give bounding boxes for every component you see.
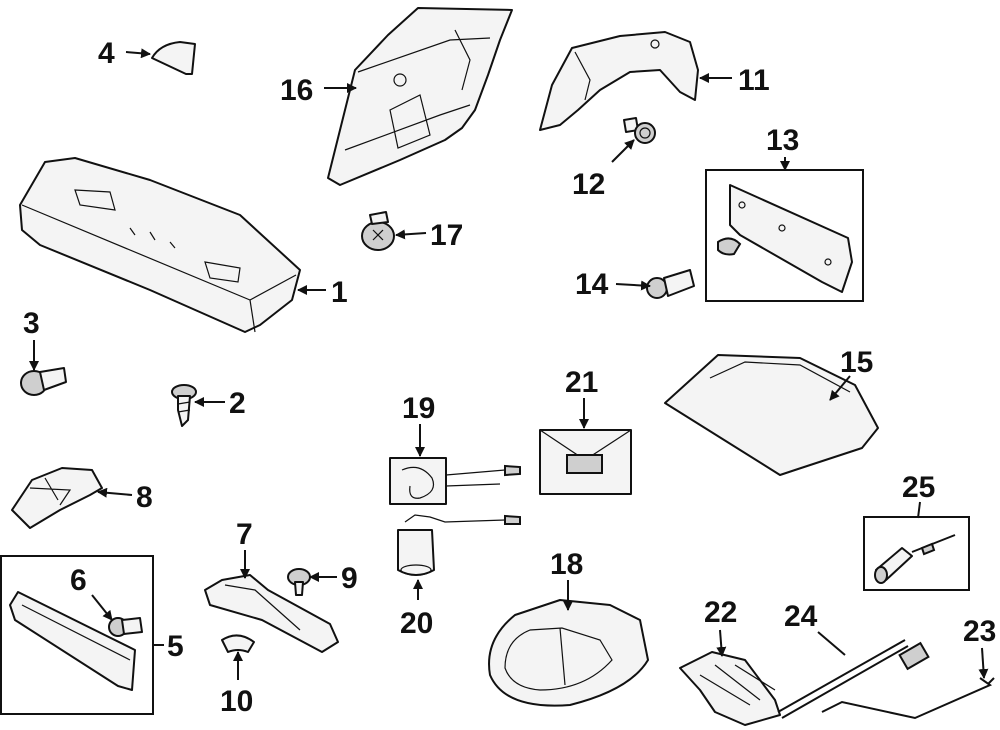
callout-8: 8 (136, 481, 153, 514)
part-5-trim-strip[interactable] (9, 591, 136, 691)
callout-13: 13 (766, 124, 799, 157)
part-17-push-clip[interactable] (361, 211, 395, 251)
arrow-17 (395, 229, 427, 240)
callout-22: 22 (704, 596, 737, 629)
part-9-push-pin[interactable] (287, 568, 311, 596)
callout-10: 10 (220, 685, 253, 718)
callout-6: 6 (70, 564, 87, 597)
part-5-group-box (0, 555, 154, 715)
part-25-valve-tool[interactable] (874, 534, 956, 584)
callout-4: 4 (98, 37, 115, 70)
part-10-clip[interactable] (221, 634, 255, 653)
callout-14: 14 (575, 268, 609, 301)
part-11-wheelhouse-trim[interactable] (539, 31, 699, 131)
callout-15: 15 (840, 346, 873, 379)
callout-2: 2 (229, 387, 246, 420)
arrow-14 (615, 280, 651, 291)
part-21-manual[interactable] (539, 429, 632, 495)
part-16-quarter-trim-panel[interactable] (327, 7, 513, 186)
callout-18: 18 (550, 548, 583, 581)
callout-labels: 4 16 11 12 13 17 1 14 15 3 2 19 21 8 25 … (23, 37, 996, 718)
part-14-clip[interactable] (646, 269, 695, 299)
part-3-clip[interactable] (20, 367, 67, 396)
part-18-spare-tray[interactable] (488, 599, 649, 707)
part-2-screw[interactable] (171, 384, 197, 427)
part-25-group-box (863, 516, 970, 591)
arrow-15 (829, 375, 851, 401)
callout-16: 16 (280, 74, 313, 107)
arrow-4 (125, 48, 151, 59)
callout-arrows (29, 48, 989, 680)
arrow-6 (91, 594, 113, 621)
callout-24: 24 (784, 600, 818, 633)
callout-23: 23 (963, 615, 996, 648)
part-22-jack[interactable] (679, 651, 781, 726)
callout-25: 25 (902, 471, 935, 504)
callout-7: 7 (236, 518, 253, 551)
part-12-push-pin[interactable] (623, 117, 656, 144)
part-23-jack-handle[interactable] (821, 677, 995, 720)
part-20-sealant-bottle[interactable] (397, 514, 521, 576)
part-19-inflator-kit[interactable] (389, 457, 521, 505)
arrow-8 (97, 487, 133, 498)
part-24-lug-wrench[interactable] (777, 639, 930, 719)
part-1-package-tray[interactable] (19, 157, 301, 333)
callout-3: 3 (23, 307, 40, 340)
callout-9: 9 (341, 562, 358, 595)
callout-21: 21 (565, 366, 598, 399)
callout-20: 20 (400, 607, 433, 640)
callout-17: 17 (430, 219, 463, 252)
arrow-12 (611, 139, 635, 163)
callout-5: 5 (167, 630, 184, 663)
part-4-cover-cap[interactable] (151, 41, 196, 75)
part-6-clip[interactable] (108, 617, 143, 637)
callout-19: 19 (402, 392, 435, 425)
part-13-bracket[interactable] (717, 184, 853, 293)
arrow-24 (817, 631, 846, 656)
callout-1: 1 (331, 276, 348, 309)
part-15-trunk-mat[interactable] (664, 354, 879, 476)
callout-12: 12 (572, 168, 605, 201)
arrow-23 (978, 647, 989, 679)
callout-11: 11 (738, 64, 770, 97)
arrow-25 (917, 501, 921, 519)
part-8-bracket[interactable] (11, 467, 103, 529)
part-7-bracket[interactable] (204, 574, 339, 653)
arrow-22 (716, 629, 727, 657)
